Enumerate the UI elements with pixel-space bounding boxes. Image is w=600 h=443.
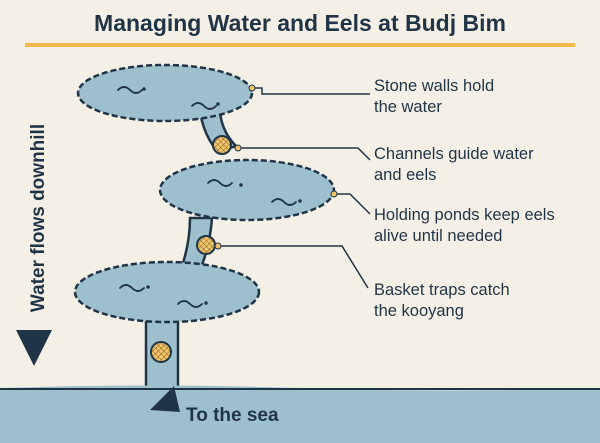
sea — [0, 385, 600, 443]
callout-channels-line1: Channels guide water — [374, 145, 534, 163]
eel-icon — [207, 179, 243, 187]
eel-icon — [191, 102, 220, 110]
leader-line-channels — [240, 147, 371, 161]
leader-line-basket-traps — [218, 245, 369, 289]
leader-line-stone-walls — [252, 87, 370, 95]
basket-trap-icon — [150, 341, 172, 363]
diagram-title: Managing Water and Eels at Budj Bim — [94, 10, 506, 36]
eel-icon — [177, 300, 208, 308]
basket-trap-icon — [196, 235, 216, 255]
eel-icon — [271, 198, 302, 206]
callout-holding-ponds-line1: Holding ponds keep eels — [374, 206, 555, 224]
pond-bottom — [73, 260, 261, 324]
basket-trap-icon — [212, 135, 232, 155]
callout-basket-traps-line2: the kooyang — [374, 302, 464, 320]
callout-basket-traps-line1: Basket traps catch — [374, 281, 510, 299]
downhill-label: Water flows downhill — [28, 124, 49, 312]
callout-stone-walls-line1: Stone walls hold — [374, 77, 494, 95]
leader-line-holding-ponds — [336, 193, 371, 215]
callout-channels-line2: and eels — [374, 166, 436, 184]
leader-dot — [234, 144, 242, 152]
downhill-arrow-icon — [16, 330, 52, 366]
pond-middle — [158, 158, 336, 222]
pond-top — [76, 63, 254, 123]
leader-dot — [330, 190, 338, 198]
leader-dot — [214, 242, 222, 250]
sea-arrow-icon — [150, 386, 180, 412]
leader-dot — [248, 84, 256, 92]
callout-stone-walls-line2: the water — [374, 98, 442, 116]
eel-icon — [117, 86, 146, 94]
eel-icon — [119, 284, 150, 292]
callout-holding-ponds-line2: alive until needed — [374, 227, 502, 245]
title-underline — [25, 43, 575, 47]
sea-label: To the sea — [186, 405, 279, 426]
